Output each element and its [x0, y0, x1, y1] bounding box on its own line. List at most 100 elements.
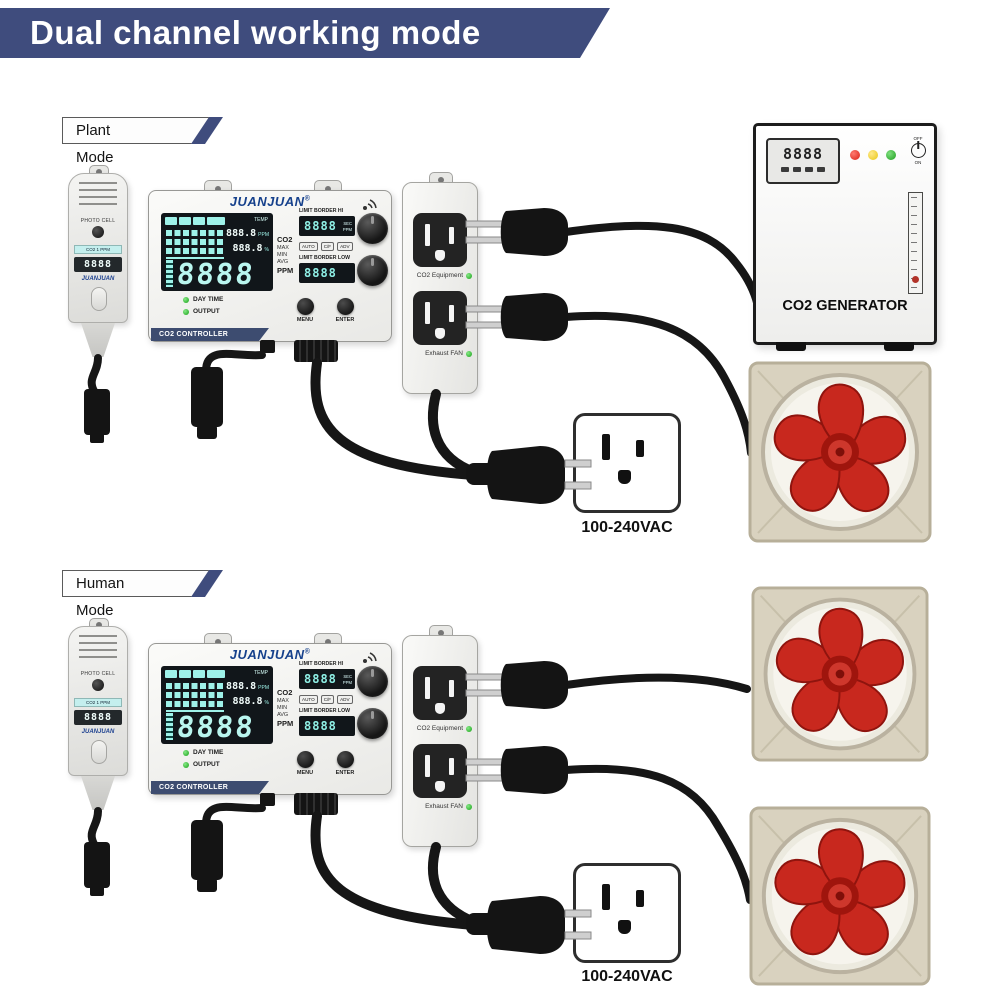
- limit-hi-digits: 8888: [304, 219, 337, 233]
- exhaust-fan: [748, 586, 932, 767]
- readout-unit-1: PPM: [258, 232, 269, 238]
- limit-hi-label: LIMIT BORDER HI: [299, 661, 344, 667]
- fan-graphic: [748, 361, 932, 543]
- outlet-slot: [449, 680, 454, 697]
- output-indicator: OUTPUT: [183, 761, 220, 768]
- frame-creases: [759, 595, 921, 753]
- wall-outlet: [573, 863, 681, 963]
- sensor-connector-b-tip: [197, 878, 217, 892]
- outlet1-label: CO2 Equipment: [417, 725, 472, 732]
- frame-creases: [757, 370, 923, 534]
- generator-foot: [884, 342, 914, 351]
- fan2-plug: [465, 746, 568, 794]
- lcd-main-digits: 8888: [175, 257, 257, 291]
- mode-buttons: AUTO C/F ADV: [299, 242, 353, 251]
- status-led-red: [850, 150, 860, 160]
- cf-button: C/F: [320, 242, 335, 251]
- limit-low-block: LIMIT BORDER LOW 8888: [299, 708, 357, 736]
- sec-label: SEC: [343, 220, 352, 226]
- lcd-bargraph: [166, 683, 224, 712]
- remote-sensor: PHOTO CELL CO2 1 PPM 8888 JUANJUAN: [68, 618, 128, 810]
- enter-label: ENTER: [335, 770, 355, 776]
- controller-name-plate: CO2 CONTROLLER: [151, 781, 269, 794]
- fan-blades: [766, 822, 906, 964]
- brand-text: JUANJUAN: [229, 194, 305, 209]
- registered-mark: ®: [304, 195, 311, 203]
- fan-hub-center: [835, 891, 845, 901]
- mode-tag-box: [62, 570, 209, 597]
- exhaust-fan: [748, 361, 932, 548]
- outlet2-label: Exhaust FAN: [425, 350, 472, 357]
- lcd-temp-label: TEMP: [254, 217, 268, 223]
- brand-text: JUANJUAN: [229, 647, 305, 662]
- limit-low-digits: 8888: [304, 266, 337, 280]
- lcd-indicator-chips: [165, 217, 225, 225]
- lcd-indicator-chips: [165, 670, 225, 678]
- lcd-bargraph: [166, 230, 224, 259]
- controller-port-small: [260, 340, 275, 353]
- limit-low-label: LIMIT BORDER LOW: [299, 255, 351, 261]
- fan1-cable: [562, 673, 751, 693]
- sensor-link-cable: [202, 350, 266, 375]
- outlet-slot: [425, 755, 430, 777]
- status-led-yellow: [868, 150, 878, 160]
- outlet2-text: Exhaust FAN: [425, 350, 463, 357]
- controller-brand: JUANJUAN®: [149, 194, 391, 209]
- mode-label: Human Mode: [76, 575, 125, 619]
- plant-mode-section: Plant Mode PHOTO CELL CO2 1 PPM 8888 JUA…: [0, 115, 1000, 575]
- auto-button: AUTO: [299, 242, 318, 251]
- green-led-icon: [183, 749, 189, 756]
- outlet-slot-hot: [636, 890, 644, 907]
- outlet-slot-hot: [636, 440, 644, 457]
- sensor-connector-a: [84, 389, 110, 435]
- max-label: MAX: [277, 698, 289, 704]
- co2-unit-column: CO2 MAX MIN AVG PPM: [277, 235, 297, 275]
- ground-hole: [435, 328, 445, 339]
- power-strip: CO2 Equipment Exhaust FAN: [402, 172, 478, 394]
- outlet1-text: CO2 Equipment: [416, 272, 463, 279]
- ground-hole: [435, 250, 445, 261]
- controller-port-main: [294, 340, 338, 362]
- readout-unit-2: %: [264, 247, 269, 253]
- sensor-button: [91, 740, 107, 764]
- output-label: OUTPUT: [193, 761, 220, 768]
- outlet-slot: [449, 305, 454, 322]
- equipment-plug: [465, 208, 568, 256]
- strip-power-cable: [427, 842, 479, 927]
- limit-hi-label: LIMIT BORDER HI: [299, 208, 344, 214]
- outlet2-label: Exhaust FAN: [425, 803, 472, 810]
- outlet-slot-neutral: [602, 884, 610, 910]
- green-led-icon: [466, 803, 472, 810]
- outlet-exhaust-fan: [413, 291, 467, 345]
- sensor-connector-b: [191, 820, 223, 880]
- green-led-icon: [466, 350, 472, 357]
- day-time-indicator: DAY TIME: [183, 749, 223, 756]
- controller-name-plate: CO2 CONTROLLER: [151, 328, 269, 341]
- limit-low-block: LIMIT BORDER LOW 8888: [299, 255, 357, 283]
- outlet-slot: [425, 677, 430, 699]
- lcd-temp-label: TEMP: [254, 670, 268, 676]
- menu-button: [297, 751, 314, 768]
- outlet-slot: [425, 224, 430, 246]
- sensor-display: 8888: [74, 710, 122, 725]
- human-mode-section: Human Mode PHOTO CELL CO2 1 PPM 8888 JUA…: [0, 568, 1000, 1000]
- enter-button: [337, 298, 354, 315]
- generator-display: 8888: [766, 138, 840, 184]
- strip-body: CO2 Equipment Exhaust FAN: [402, 182, 478, 394]
- fan-plug: [465, 293, 568, 341]
- antenna-icon: [363, 652, 377, 663]
- max-label: MAX: [277, 245, 289, 251]
- fan1-plug: [465, 661, 568, 709]
- knob-high: [357, 666, 388, 697]
- mode-tag-box: [62, 117, 209, 144]
- knob-low: [357, 255, 388, 286]
- avg-label: AVG: [277, 712, 289, 718]
- mode-label: Plant Mode: [76, 122, 114, 166]
